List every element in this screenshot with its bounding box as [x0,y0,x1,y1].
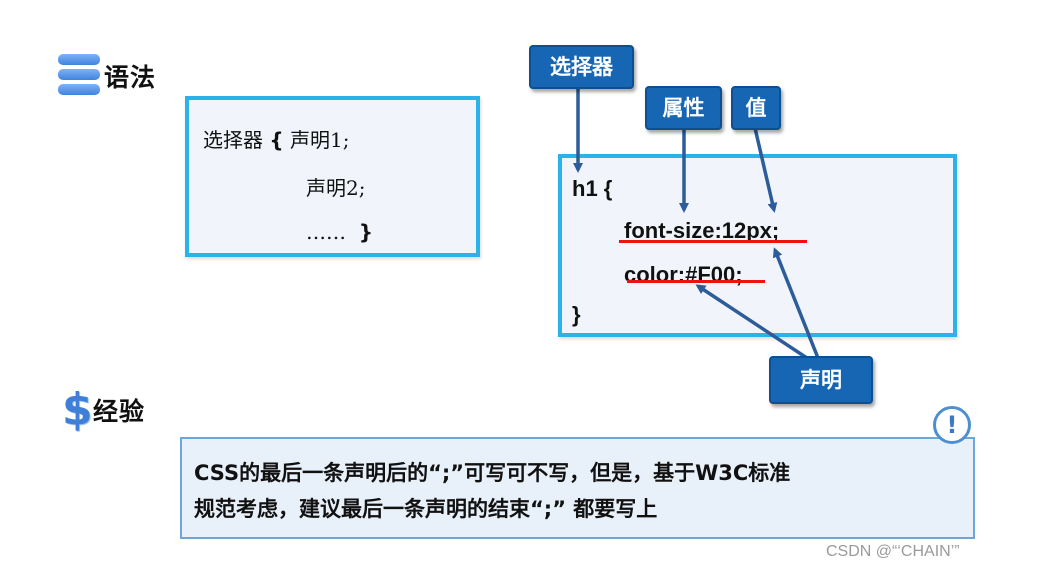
syntax-declaration-2: 声明2; [306,176,366,200]
syntax-close-brace: } [358,220,373,244]
stack-icon [58,54,100,96]
code-line-color: color:#F00; [624,262,743,287]
syntax-heading: 语法 [104,63,157,92]
alert-icon: ! [933,406,971,444]
syntax-ellipsis: …… [306,220,346,244]
tip-line-1: CSS的最后一条声明后的“;”可写可不写，但是，基于W3C标准 [194,461,791,485]
syntax-line-3: …… } [306,220,373,244]
code-line-font-size: font-size:12px; [624,218,780,243]
declaration-label: 声明 [769,356,873,404]
syntax-selector-text: 选择器 [203,128,270,152]
syntax-box: 选择器 { 声明1; 声明2; …… } [185,96,480,257]
value-label: 值 [731,86,781,130]
selector-label: 选择器 [529,45,634,89]
code-box: h1 { font-size:12px; color:#F00; } [558,154,957,337]
code-line-h1: h1 { [572,176,613,201]
tip-box: CSS的最后一条声明后的“;”可写可不写，但是，基于W3C标准 规范考虑，建议最… [180,437,975,539]
code-line-close-brace: } [572,302,581,327]
property-label: 属性 [645,86,722,130]
tip-line-2: 规范考虑，建议最后一条声明的结束“;” 都要写上 [194,497,658,521]
watermark: CSDN @“‘CHAIN’” [826,543,960,560]
experience-heading: 经验 [93,397,146,426]
underline-color [627,280,765,283]
dollar-icon: $ [62,384,93,435]
syntax-declaration-1: 声明1; [283,128,350,152]
syntax-line-1: 选择器 { 声明1; [203,124,349,153]
underline-font-size [619,240,807,243]
syntax-open-brace: { [269,128,284,152]
